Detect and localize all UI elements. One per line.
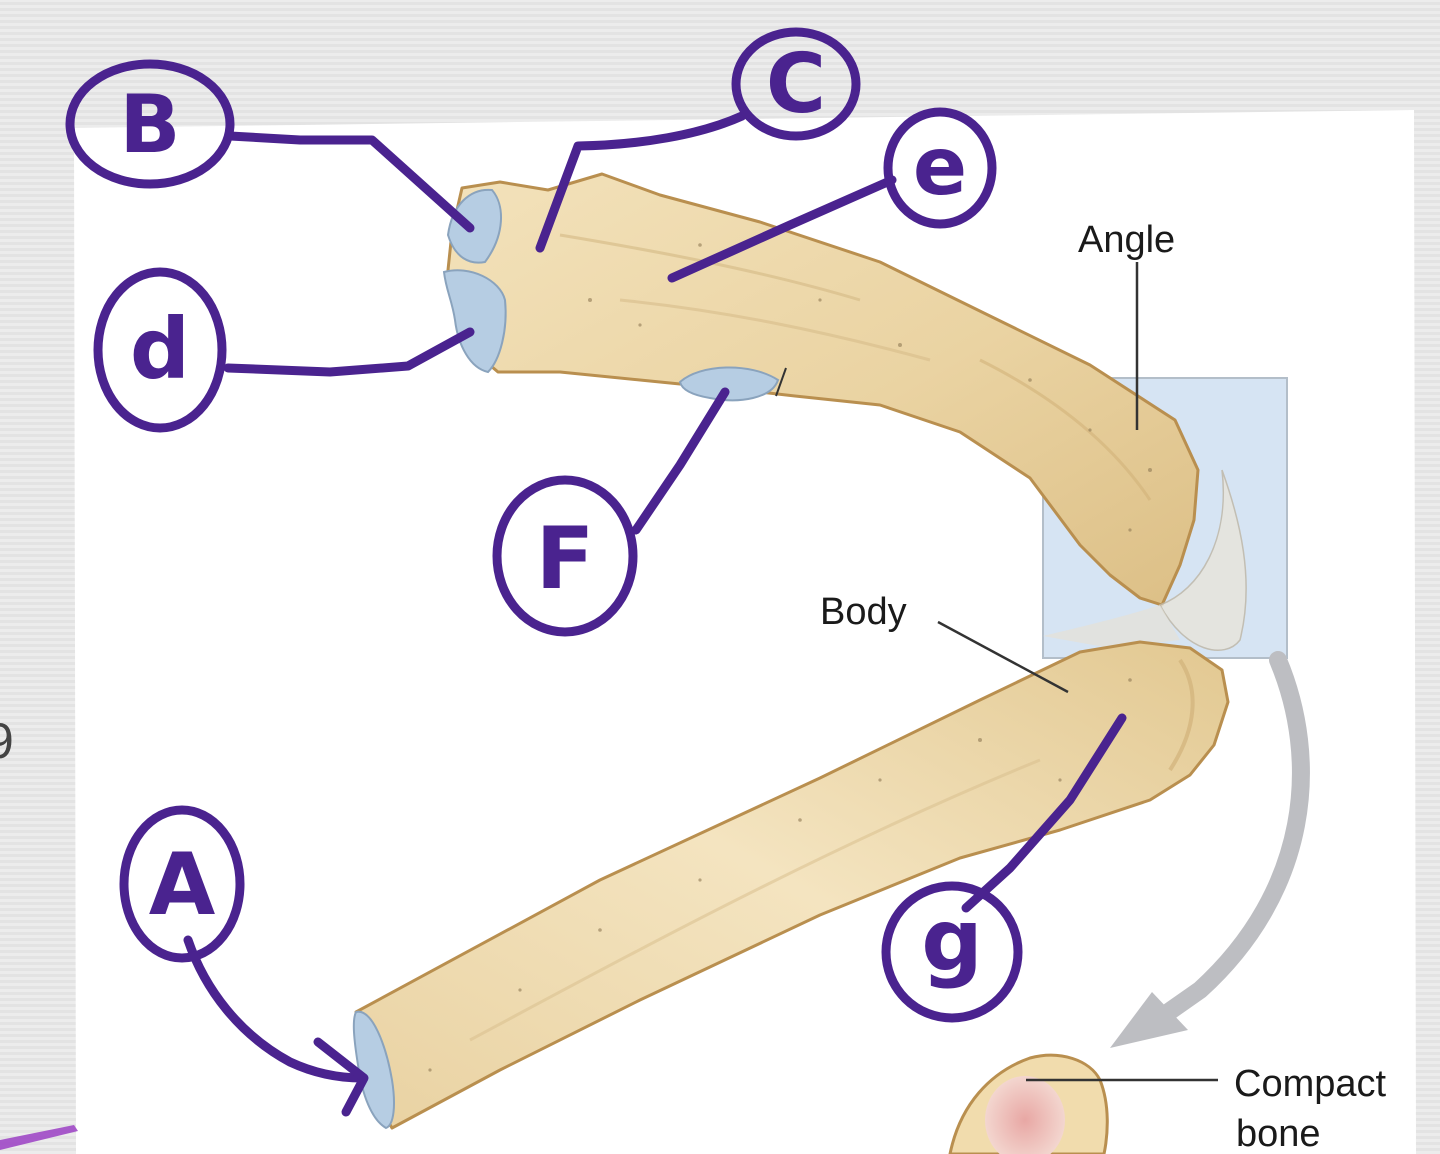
cropped-slide-digit: 9 [0,712,14,770]
inset-curved-arrow [1110,651,1310,1048]
handwritten-leaders [183,111,1127,1117]
head-lower-facet [442,269,507,374]
head-upper-facet [446,188,502,264]
rib-head-and-neck [446,172,1200,607]
bone-texture-dots [428,243,1152,1072]
svg-text:e: e [913,120,967,213]
svg-text:g: g [921,891,983,991]
marker-F: F [492,475,638,637]
svg-text:C: C [766,37,826,132]
sternal-end-facet [352,1010,395,1130]
label-compact-bone-line1: Compact [1234,1063,1386,1105]
marker-A: A [119,805,245,963]
angle-cutaway [1043,469,1247,651]
svg-text:A: A [149,835,216,935]
tubercle-facet [678,366,787,402]
rib-body-shaft [354,640,1230,1130]
svg-text:F: F [536,509,595,609]
marker-C: C [731,27,861,141]
svg-text:B: B [120,78,181,171]
printed-leader-lines [937,262,1218,1082]
label-body: Body [820,591,907,633]
marker-d: d [93,267,227,433]
label-compact-bone-line2: bone [1236,1113,1321,1154]
marker-g: g [881,881,1023,1023]
svg-text:d: d [130,300,190,398]
marker-B: B [65,59,235,189]
marker-e: e [883,107,997,229]
label-angle: Angle [1078,219,1175,261]
